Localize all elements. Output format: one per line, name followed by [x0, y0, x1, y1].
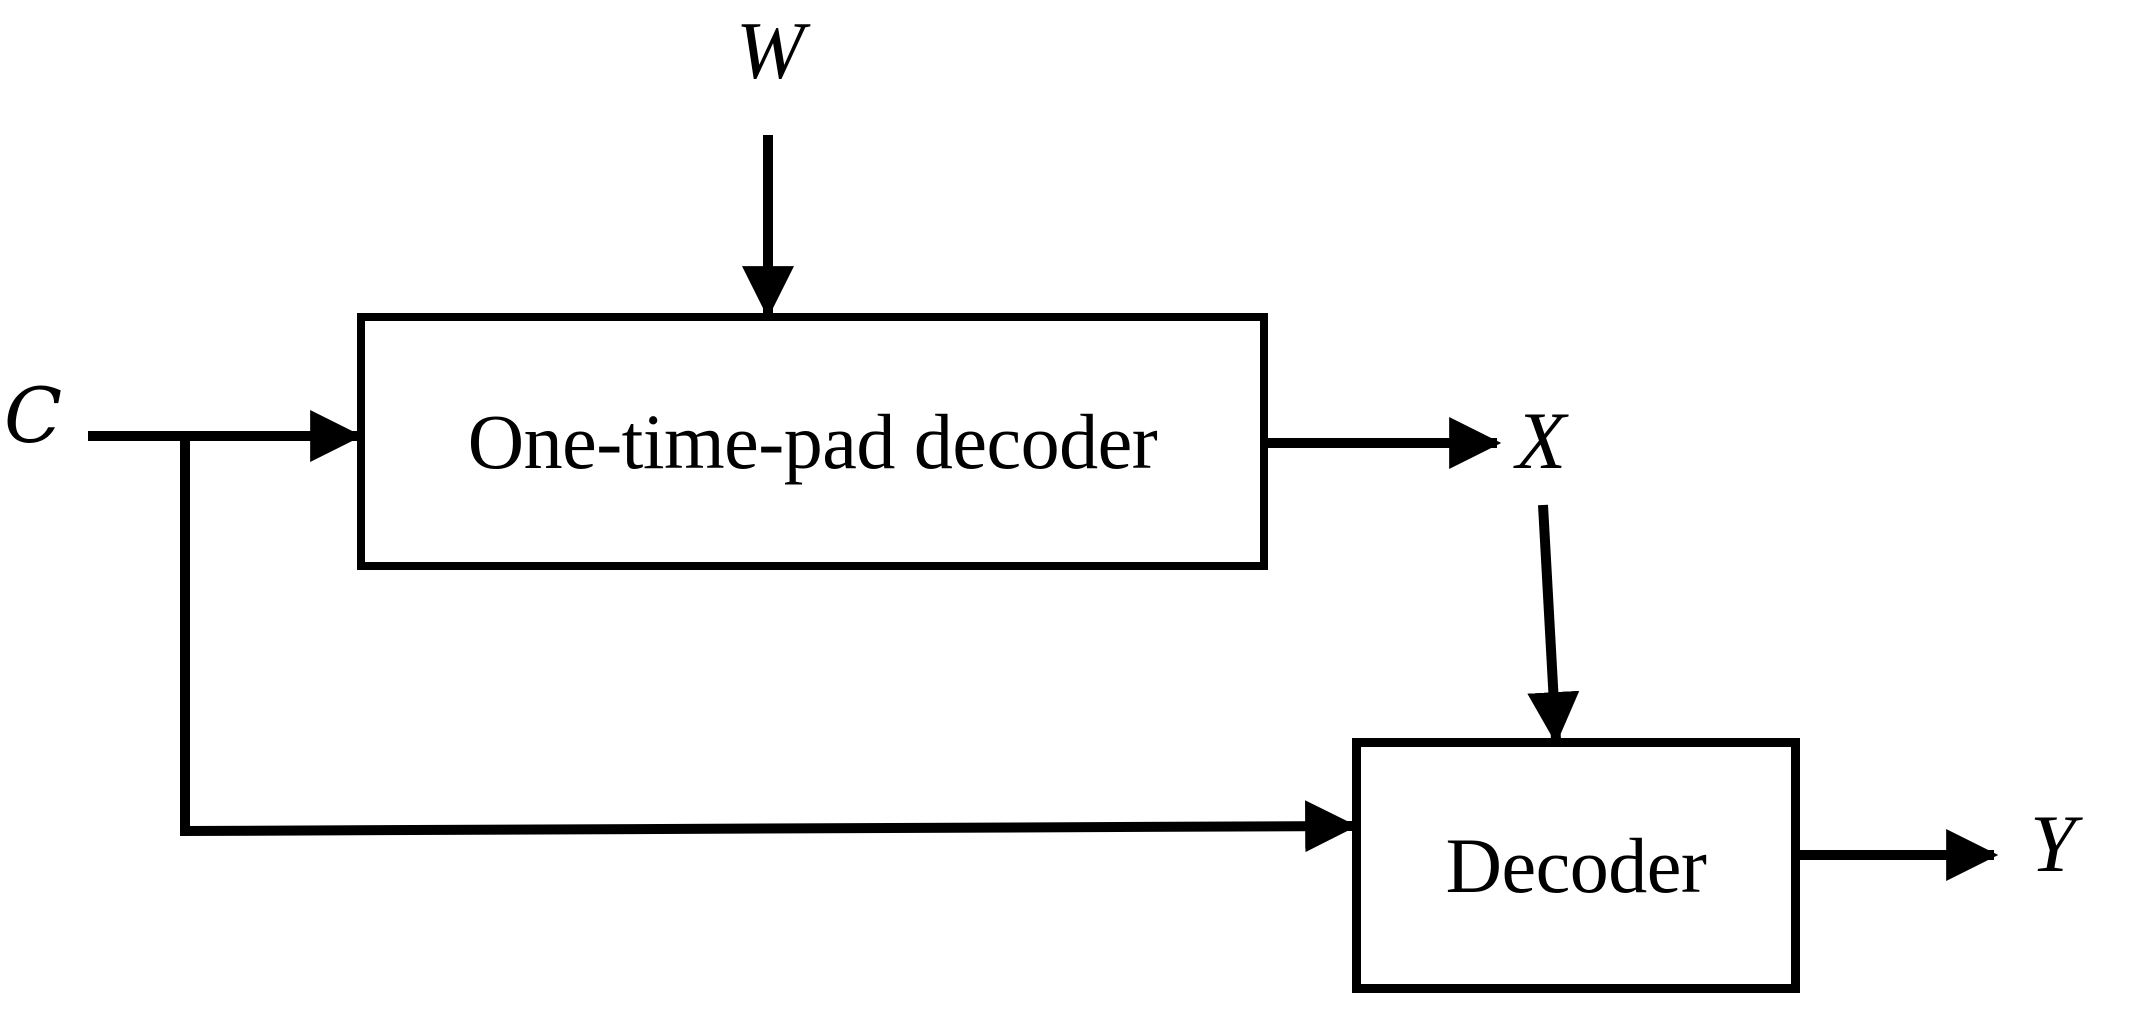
signal-label-y: Y: [2030, 798, 2076, 889]
block-one-time-pad-decoder: One-time-pad decoder: [357, 313, 1268, 570]
block-decoder-label: Decoder: [1445, 821, 1707, 909]
signal-label-c: C: [4, 371, 63, 460]
signal-label-x: X: [1516, 395, 1567, 486]
signal-label-w: W: [736, 5, 805, 96]
block-decoder: Decoder: [1352, 738, 1800, 993]
edge-x-to-decoder: [1527, 504, 1580, 745]
block-one-time-pad-decoder-label: One-time-pad decoder: [467, 397, 1158, 485]
edge-c-branch-to-decoder: [180, 436, 1358, 853]
